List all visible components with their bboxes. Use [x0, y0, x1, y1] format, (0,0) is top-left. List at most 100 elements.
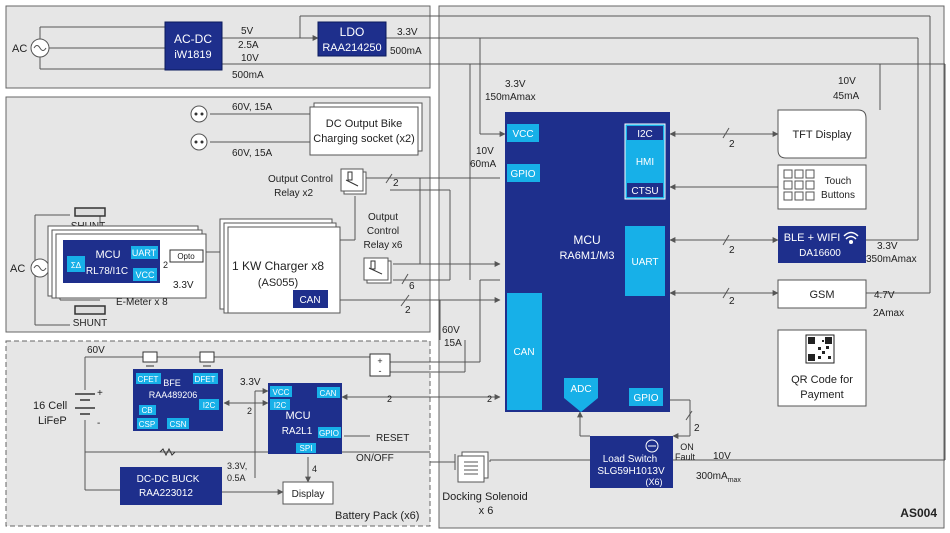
main-gpio2-label: GPIO	[633, 393, 658, 404]
terminal-plus: +	[377, 356, 382, 366]
bat-3-3v: 3.3V	[240, 377, 261, 388]
ra2l1-part: RA2L1	[282, 426, 313, 437]
fet-icon	[199, 351, 215, 367]
adc-label: ADC	[570, 384, 591, 395]
ra2l1-vcc-label: VCC	[273, 388, 290, 397]
gsm-box	[777, 279, 867, 309]
buck-v: 3.3V,	[227, 461, 247, 471]
ldo-block	[317, 21, 387, 57]
ldo-part: RAA214250	[322, 42, 381, 54]
cfet-pin	[136, 373, 161, 384]
ctsu-pin	[627, 183, 663, 197]
relay1-n2: 2	[393, 178, 399, 189]
plug-icon	[190, 105, 208, 123]
shunt-bottom	[74, 305, 106, 315]
tft-45ma: 45mA	[833, 91, 859, 102]
adc-pin	[564, 378, 598, 412]
cfet-label: CFET	[138, 375, 159, 384]
ldo-title: LDO	[340, 25, 365, 39]
mcu-150ma: 150mAmax	[485, 92, 536, 103]
touch-l2: Buttons	[821, 190, 855, 201]
dfet-label: DFET	[195, 375, 216, 384]
socket-box	[309, 106, 419, 156]
charger-part: (AS055)	[258, 277, 298, 289]
acdc-block	[164, 21, 223, 71]
ac-10v: 10V	[241, 53, 259, 64]
relay2-l2: Control	[367, 226, 399, 237]
load-switch-block	[590, 436, 673, 488]
emeter-sigma-label: ΣΔ	[71, 261, 82, 270]
main-uart-pin	[625, 226, 665, 296]
load-title: Load Switch	[603, 454, 657, 465]
emeter-uart-label: UART	[132, 248, 157, 258]
acdc-title: AC-DC	[174, 32, 212, 46]
display-label: Display	[292, 489, 325, 500]
ra2l1-i2c-label: I2C	[274, 401, 287, 410]
cb-pin	[139, 405, 156, 415]
terminal-minus: -	[379, 366, 382, 376]
buck-part: RAA223012	[139, 488, 193, 499]
socket-plugs	[190, 105, 208, 151]
bfe-i2c-label: I2C	[203, 401, 216, 410]
gsm-4-7v: 4.7V	[874, 290, 895, 301]
ra2l1-spi-label: SPI	[300, 444, 313, 453]
main-vcc-label: VCC	[512, 129, 533, 140]
touch-l1: Touch	[825, 176, 852, 187]
touch-box	[777, 164, 867, 210]
i2c-pin	[199, 399, 219, 410]
fet-icon	[645, 439, 659, 453]
csp-label: CSP	[139, 420, 155, 429]
socket-sub: Charging socket (x2)	[313, 133, 415, 145]
mcu-3-3v: 3.3V	[505, 79, 526, 90]
gpio-60ma: 60mA	[470, 159, 496, 170]
shunt-top	[74, 207, 106, 217]
buck-title: DC-DC BUCK	[137, 474, 200, 485]
ble-350ma: 350mAmax	[866, 254, 917, 265]
out-15a: 15A	[444, 338, 462, 349]
ble-n2: 2	[729, 245, 735, 256]
tft-n2: 2	[729, 139, 735, 150]
hmi-i2c-label: I2C	[637, 129, 653, 140]
charger-wires	[34, 113, 501, 326]
shunt-bottom-label: SHUNT	[73, 318, 107, 329]
main-wires	[430, 16, 946, 470]
ble-title: BLE + WIFI	[784, 232, 841, 244]
relay2-l1: Output	[368, 212, 398, 223]
ra2l1-gpio	[318, 427, 341, 438]
spi-n4: 4	[312, 464, 317, 474]
ldo-500ma: 500mA	[390, 46, 422, 57]
main-gpio-label: GPIO	[510, 169, 535, 180]
battery-wires	[84, 279, 501, 495]
battery-pack-label: Battery Pack (x6)	[335, 510, 419, 522]
main-gpio2-pin	[629, 388, 663, 406]
csn-pin	[167, 418, 189, 429]
main-can-pin	[507, 293, 542, 410]
bfe-title: BFE	[163, 378, 181, 388]
buck-block	[120, 467, 222, 505]
sense-resistor-icon	[159, 447, 176, 457]
relay-icon	[363, 257, 392, 284]
can-bat-n2: 2	[387, 394, 392, 404]
ra2l1-can	[317, 387, 340, 398]
opto-label: Opto	[177, 252, 195, 261]
emeter-mcu-label: MCU	[95, 249, 120, 261]
emeter-vcc-label: VCC	[135, 270, 155, 280]
gsm-2a: 2Amax	[873, 308, 904, 319]
ble-part: DA16600	[799, 248, 841, 259]
main-vcc-pin	[507, 124, 539, 142]
main-mcu-title: MCU	[573, 233, 600, 247]
battery-cell-1: 16 Cell	[33, 400, 67, 412]
main-gpio-pin	[507, 164, 540, 182]
onoff-label: ON/OFF	[356, 453, 394, 464]
buck-a: 0.5A	[227, 473, 246, 483]
emeter-uart	[131, 246, 158, 259]
out1-label: 60V, 15A	[232, 102, 273, 113]
gpio-10v: 10V	[476, 146, 494, 157]
plug-icon	[190, 133, 208, 151]
battery-60v: 60V	[87, 345, 105, 356]
charger-title: 1 KW Charger x8	[232, 259, 324, 273]
socket-title: DC Output Bike	[326, 118, 402, 130]
ble-3-3v: 3.3V	[877, 241, 898, 252]
qr-l1: QR Code for	[791, 374, 853, 386]
bat-n2a: 2	[247, 406, 252, 416]
